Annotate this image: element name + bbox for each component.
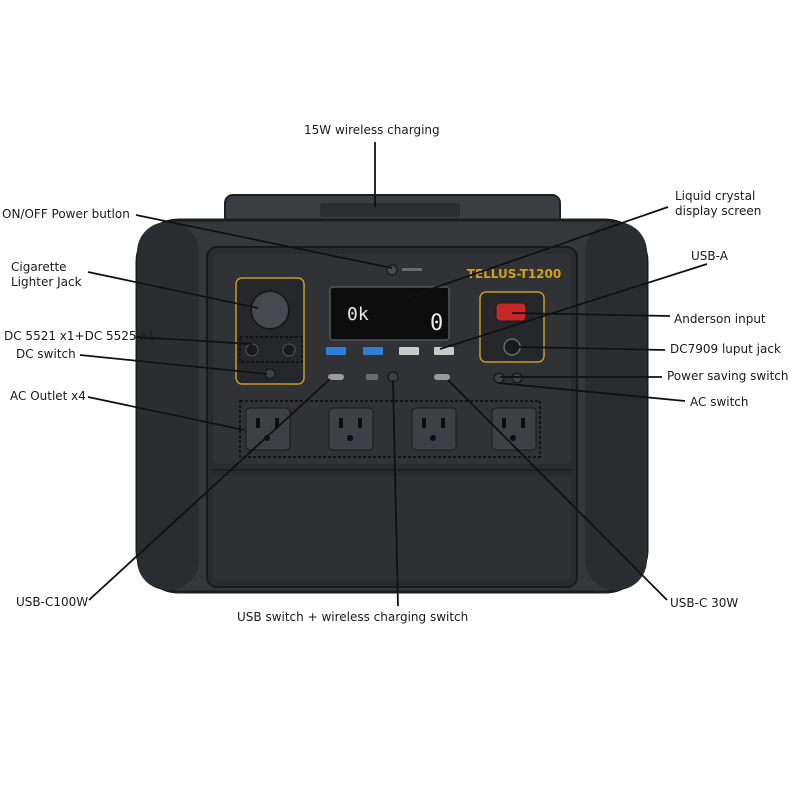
dc-ports-frame: [239, 336, 303, 363]
label-dc7909: DC7909 luput jack: [670, 342, 781, 356]
leader-dc-ports: [135, 336, 253, 345]
usb-a-port-icon[interactable]: [434, 347, 454, 355]
lcd-readout-right: 0: [430, 311, 443, 336]
lcd-readout-left: 0k: [347, 304, 369, 325]
dc-5525-jack[interactable]: [282, 343, 296, 357]
label-lcd-line2: display screen: [675, 204, 762, 218]
usb-a-port-icon[interactable]: [326, 347, 346, 355]
wireless-charging-pad: [320, 203, 460, 217]
label-ac-switch: AC switch: [690, 395, 749, 409]
label-dc-switch: DC switch: [16, 347, 76, 361]
right-bumper: [585, 222, 647, 590]
label-anderson: Anderson input: [674, 312, 766, 326]
leader-ac-outlet: [87, 396, 245, 431]
leader-usb-c100w: [88, 378, 331, 601]
usb-switch-button[interactable]: [366, 374, 378, 380]
label-usb-c30w: USB-C 30W: [670, 596, 739, 610]
leader-lines: [79, 142, 708, 607]
lower-panel: [213, 476, 571, 580]
leader-dc-switch: [79, 354, 268, 375]
leader-anderson: [511, 312, 671, 317]
leader-usb-switch: [392, 379, 399, 607]
leader-onoff: [135, 214, 393, 269]
power-button-label: [402, 268, 422, 271]
dc-5521-jack[interactable]: [245, 343, 259, 357]
leader-usb-c30w: [447, 379, 668, 601]
ac-outlet-icon[interactable]: [328, 407, 374, 451]
label-onoff-button: ON/OFF Power butlon: [2, 207, 130, 221]
anderson-input-port[interactable]: [495, 302, 527, 322]
brand-plate: TELLUS-T1200: [467, 267, 561, 281]
ac-outlet-icon[interactable]: [491, 407, 537, 451]
label-wireless-charging: 15W wireless charging: [304, 123, 440, 137]
label-usb-c100w: USB-C100W: [16, 595, 89, 609]
usb-a-port-icon[interactable]: [363, 347, 383, 355]
usb-c-port-icon[interactable]: [434, 374, 450, 380]
leader-ac-switch: [497, 382, 686, 402]
power-saving-switch[interactable]: [493, 372, 505, 384]
label-cigarette-line1: Cigarette: [11, 260, 67, 274]
cigarette-lighter-socket[interactable]: [250, 290, 290, 330]
leader-usb-a: [439, 263, 708, 350]
label-lcd-line1: Liquid crystal: [675, 189, 756, 203]
ac-outlet-frame: [239, 400, 541, 458]
ac-switch[interactable]: [511, 372, 523, 384]
label-power-saving: Power saving switch: [667, 369, 789, 383]
ac-outlet-icon[interactable]: [245, 407, 291, 451]
label-cigarette-line2: Lighter Jack: [11, 275, 82, 289]
ac-outlet-icon[interactable]: [411, 407, 457, 451]
round-jack-icon[interactable]: [503, 338, 521, 356]
label-ac-outlet: AC Outlet x4: [10, 389, 86, 403]
label-dc-ports: DC 5521 x1+DC 5525 x1: [4, 329, 156, 343]
label-usb-a: USB-A: [691, 249, 728, 263]
leader-lcd: [407, 206, 669, 298]
usb-a-port-icon[interactable]: [399, 347, 419, 355]
lcd-screen: [329, 286, 450, 341]
label-usb-switch: USB switch + wireless charging switch: [237, 610, 469, 624]
power-station: TELLUS-T1200 0k 0: [135, 194, 649, 594]
left-bumper: [137, 222, 199, 590]
leader-cigarette: [87, 271, 259, 309]
usb-c-port-icon[interactable]: [328, 374, 344, 380]
leader-dc7909: [517, 346, 666, 351]
